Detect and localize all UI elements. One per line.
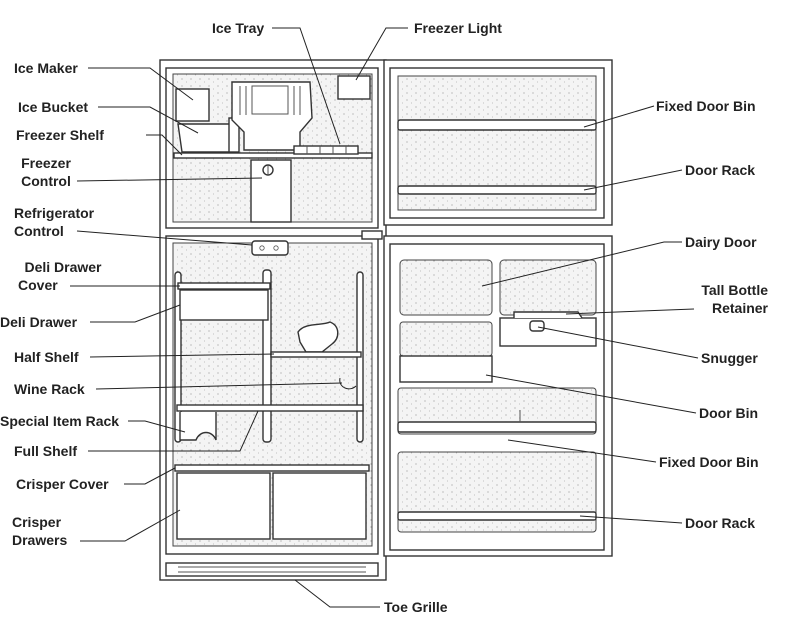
label-snugger: Snugger xyxy=(701,350,758,366)
label-dairy-door: Dairy Door xyxy=(685,234,757,250)
tall-bottle-retainer xyxy=(513,311,583,319)
label-freezer-control-line2: Control xyxy=(21,173,71,189)
label-ice-tray: Ice Tray xyxy=(212,20,265,36)
label-freezer-control-line1: Freezer xyxy=(21,155,71,171)
full-shelf xyxy=(176,404,364,412)
crisper-drawer-left xyxy=(176,472,271,540)
toe-grille-slots xyxy=(178,566,366,573)
label-refrigerator-control-line2: Control xyxy=(14,223,64,239)
cabinet xyxy=(159,59,387,581)
mid-left-compartment xyxy=(399,321,493,357)
fixed-door-bin-bottom xyxy=(397,421,597,433)
ice-tray xyxy=(293,145,359,155)
label-special-item-rack: Special Item Rack xyxy=(0,413,120,429)
label-crisper-drawers: Crisper Drawers xyxy=(12,513,67,549)
label-toe-grille: Toe Grille xyxy=(384,599,448,615)
label-deli-drawer-cover: Deli Drawer Cover xyxy=(16,258,110,294)
label-freezer-light: Freezer Light xyxy=(414,20,502,36)
crisper-drawer-right xyxy=(272,472,367,540)
label-full-shelf: Full Shelf xyxy=(14,443,77,459)
fixed-door-bin-top xyxy=(397,119,597,131)
snugger xyxy=(529,320,545,332)
deli-drawer-cover xyxy=(177,282,271,290)
freezer-shelf xyxy=(173,152,373,159)
label-deli-drawer-cover-line1: Deli Drawer xyxy=(24,259,102,275)
label-ice-bucket: Ice Bucket xyxy=(18,99,89,115)
label-door-rack-bottom: Door Rack xyxy=(685,515,756,531)
leader-lines xyxy=(70,27,699,608)
label-tall-bottle-retainer-line2: Retainer xyxy=(711,300,768,316)
special-item-rack xyxy=(179,412,217,441)
toe-grille xyxy=(165,562,379,577)
dairy-door xyxy=(399,259,493,316)
wine-rack xyxy=(297,321,339,353)
ice-maker xyxy=(175,88,210,122)
label-crisper-drawers-line1: Crisper xyxy=(12,514,62,530)
hinge xyxy=(361,230,383,240)
label-half-shelf: Half Shelf xyxy=(14,349,79,365)
label-wine-rack: Wine Rack xyxy=(14,381,85,397)
label-ice-maker: Ice Maker xyxy=(14,60,78,76)
door-rack-bottom xyxy=(397,511,597,521)
wine-rack-hook xyxy=(339,377,357,390)
door-rack-top xyxy=(397,185,597,195)
label-freezer-control: Freezer Control xyxy=(14,154,78,190)
half-shelf xyxy=(270,351,362,358)
label-fixed-door-bin-bottom: Fixed Door Bin xyxy=(659,454,759,470)
doors xyxy=(361,59,613,557)
bottle-bin xyxy=(499,317,597,347)
label-deli-drawer-cover-line2: Cover xyxy=(18,277,58,293)
freezer-light xyxy=(337,75,371,100)
label-fixed-door-bin-top: Fixed Door Bin xyxy=(656,98,756,114)
upper-right-bin xyxy=(499,259,597,316)
label-crisper-cover: Crisper Cover xyxy=(16,476,109,492)
label-freezer-shelf: Freezer Shelf xyxy=(16,127,104,143)
label-door-rack-top: Door Rack xyxy=(685,162,756,178)
label-tall-bottle-retainer: Tall Bottle Retainer xyxy=(680,281,768,317)
door-bin xyxy=(399,355,493,383)
label-refrigerator-control-line1: Refrigerator xyxy=(14,205,95,221)
label-deli-drawer: Deli Drawer xyxy=(0,314,78,330)
refrigerator-control xyxy=(251,240,289,256)
crisper-cover xyxy=(174,464,370,472)
label-door-bin: Door Bin xyxy=(699,405,759,421)
ice-maker-vents xyxy=(239,85,301,115)
label-crisper-drawers-line2: Drawers xyxy=(12,532,68,548)
label-tall-bottle-retainer-line1: Tall Bottle xyxy=(701,282,768,298)
deli-drawer xyxy=(179,289,269,321)
label-refrigerator-control: Refrigerator Control xyxy=(14,204,94,240)
